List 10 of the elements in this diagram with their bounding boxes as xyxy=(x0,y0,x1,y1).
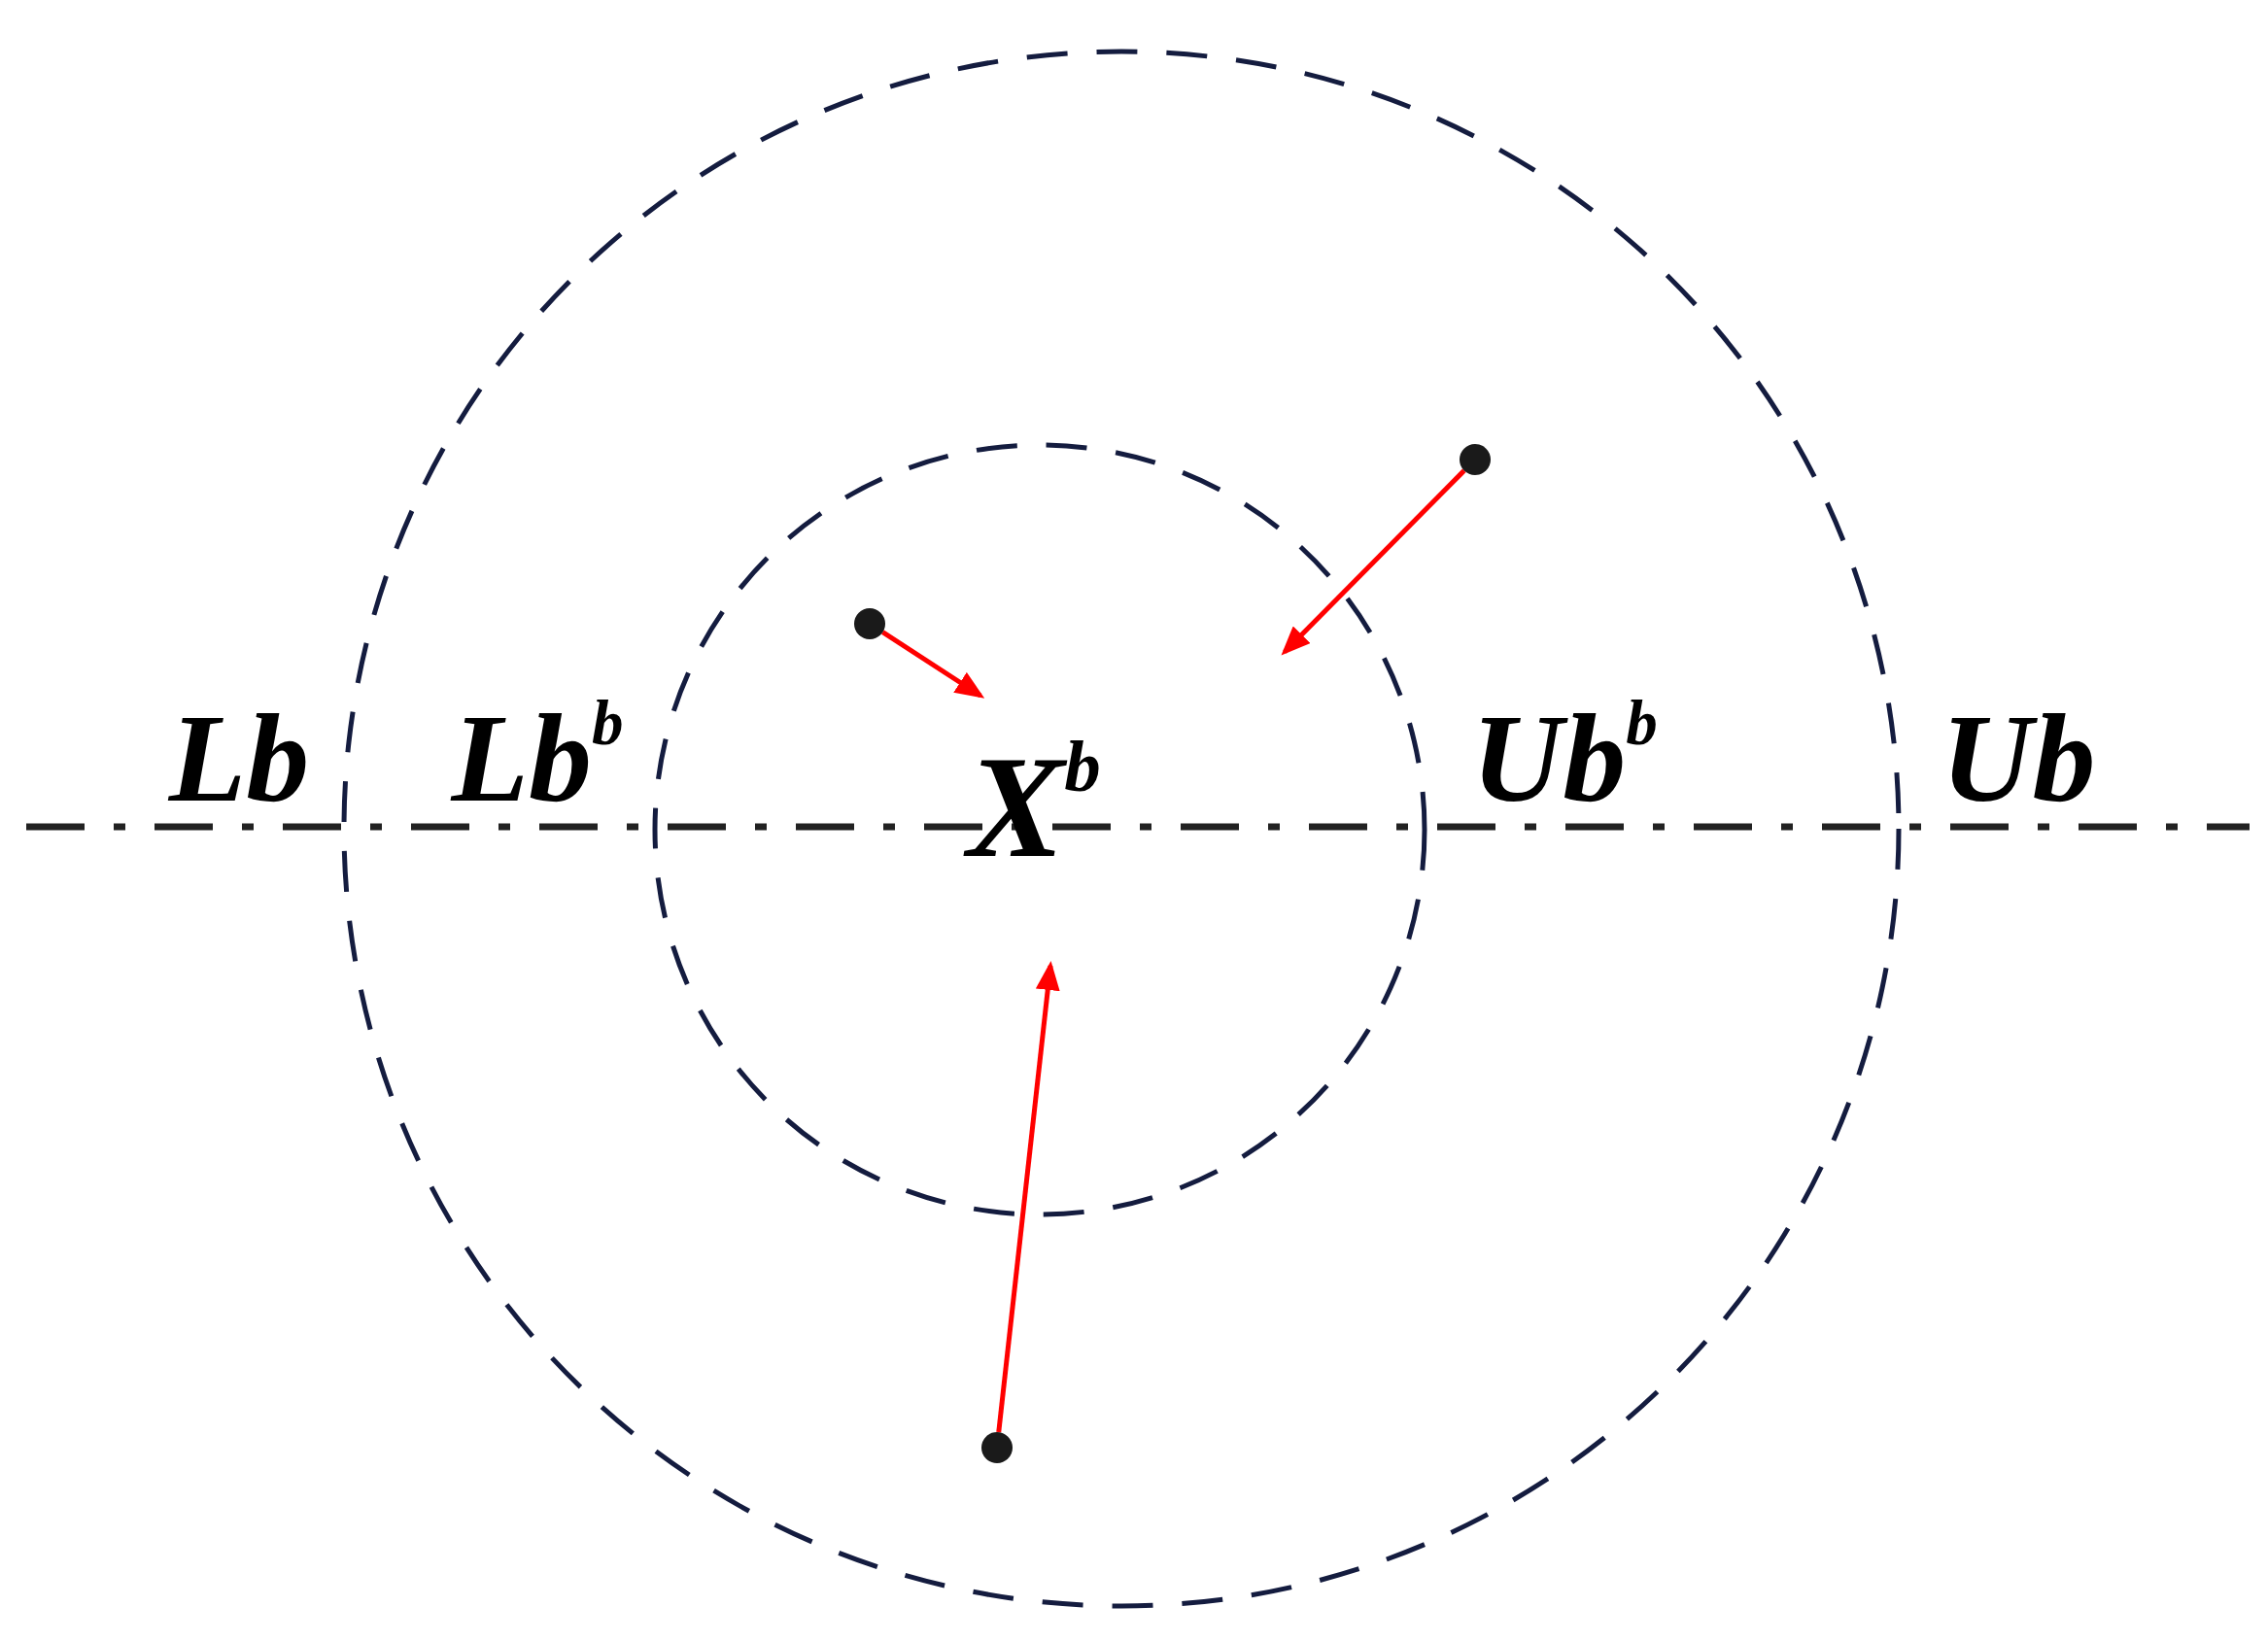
arrow xyxy=(1281,468,1466,656)
dot xyxy=(981,1432,1013,1463)
axis-label: Ub$^{b}$ xyxy=(1471,695,1658,821)
axis-label: Lb xyxy=(168,695,310,821)
dot xyxy=(1460,444,1491,475)
dot xyxy=(854,608,885,639)
axis-label: Ub xyxy=(1941,695,2096,821)
axis-label: Lb$^{b}$ xyxy=(451,695,624,821)
arrow xyxy=(996,961,1060,1433)
arrow xyxy=(881,630,985,699)
